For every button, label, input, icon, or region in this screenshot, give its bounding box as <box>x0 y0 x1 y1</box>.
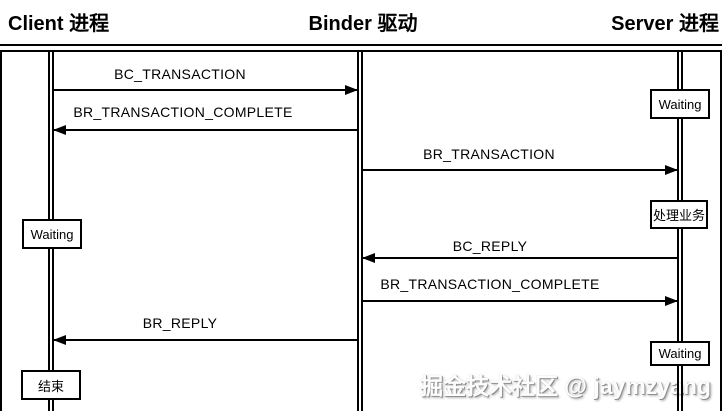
message-arrow-bc-reply <box>362 253 677 263</box>
state-box-client-end: 结束 <box>21 370 81 400</box>
message-label-bc-transaction: BC_TRANSACTION <box>114 66 246 82</box>
message-arrow-bc-transaction <box>54 85 358 95</box>
lifeline-binder <box>357 52 363 411</box>
state-box-client-waiting: Waiting <box>22 219 82 249</box>
participant-binder-label: Binder 驱动 <box>308 13 418 35</box>
frame-left-border <box>0 52 2 411</box>
message-label-bc-reply: BC_REPLY <box>452 238 528 254</box>
arrowhead-right-icon <box>665 296 678 306</box>
arrowhead-right-icon <box>665 165 678 175</box>
header-divider-double-line <box>0 44 722 52</box>
arrowhead-right-icon <box>345 85 358 95</box>
message-label-br-transaction-complete-client: BR_TRANSACTION_COMPLETE <box>73 104 293 120</box>
participant-server-label: Server 进程 <box>611 13 719 35</box>
lifeline-server <box>677 52 683 411</box>
message-arrow-br-transaction <box>363 165 678 175</box>
message-label-br-reply: BR_REPLY <box>142 315 218 331</box>
watermark-text: 掘金技术社区 @ jaymzyang <box>420 373 711 399</box>
frame-right-border <box>720 52 722 411</box>
arrowhead-left-icon <box>53 125 66 135</box>
message-label-br-transaction-complete-server: BR_TRANSACTION_COMPLETE <box>380 276 600 292</box>
arrowhead-left-icon <box>53 335 66 345</box>
arrowhead-left-icon <box>362 253 375 263</box>
message-arrow-br-transaction-complete-client <box>53 125 357 135</box>
participant-client-label: Client 进程 <box>8 13 110 35</box>
state-box-server-waiting-2: Waiting <box>650 341 710 366</box>
message-arrow-br-reply <box>53 335 357 345</box>
state-box-server-processing: 处理业务 <box>650 200 708 229</box>
state-box-server-waiting-1: Waiting <box>650 89 710 119</box>
message-arrow-br-transaction-complete-server <box>363 296 678 306</box>
message-label-br-transaction: BR_TRANSACTION <box>423 146 555 162</box>
